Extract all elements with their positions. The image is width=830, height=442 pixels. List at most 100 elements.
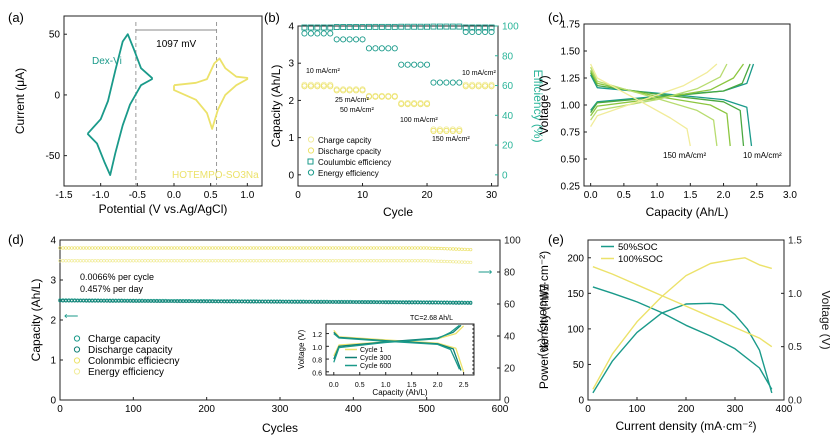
data-point	[360, 259, 364, 263]
y-tick-label: 0.6	[312, 370, 322, 377]
data-point	[64, 259, 68, 263]
x-tick-label: 10	[357, 190, 369, 201]
data-point	[205, 246, 209, 250]
data-point	[243, 246, 247, 250]
data-point	[290, 259, 294, 263]
panel-label-c: (c)	[548, 10, 563, 25]
x-tick-label: 0.5	[355, 382, 365, 389]
data-point	[337, 259, 341, 263]
data-point	[410, 259, 414, 263]
data-point	[320, 24, 327, 31]
data-point	[111, 246, 115, 250]
data-point	[449, 127, 456, 134]
charge-curve	[590, 63, 728, 121]
data-point	[216, 259, 221, 263]
data-point	[462, 24, 469, 31]
data-point	[190, 246, 194, 250]
data-point	[345, 246, 350, 250]
data-point	[172, 246, 177, 250]
data-point	[87, 246, 91, 250]
fade-rate-day: 0.457% per day	[80, 284, 144, 294]
data-point	[404, 23, 411, 30]
data-point	[140, 246, 144, 250]
data-point	[383, 246, 388, 250]
y-tick-label: 1.75	[561, 20, 581, 31]
data-point	[163, 246, 168, 250]
data-point	[122, 246, 127, 250]
data-point	[301, 246, 306, 250]
data-point	[81, 259, 86, 263]
data-point	[353, 87, 360, 94]
data-point	[410, 246, 414, 250]
data-point	[320, 83, 327, 90]
data-point	[375, 246, 379, 250]
y2-tick-label: 1.0	[788, 289, 802, 300]
y-tick-label: 0	[54, 90, 60, 101]
data-point	[413, 259, 417, 263]
data-point	[328, 246, 332, 250]
data-point	[407, 246, 411, 250]
x-tick-label: 1.5	[683, 190, 697, 201]
data-point	[70, 259, 74, 263]
data-point	[266, 259, 270, 263]
y-tick-label: 2	[288, 96, 294, 107]
legend-label: Charge capacity	[88, 334, 160, 345]
data-point	[322, 246, 326, 250]
data-point	[275, 259, 279, 263]
data-point	[117, 259, 121, 263]
data-point	[401, 259, 405, 263]
data-point	[301, 83, 308, 90]
inset-discharge-curve	[333, 333, 461, 370]
data-point	[75, 259, 80, 263]
data-point	[398, 101, 405, 108]
data-point	[462, 83, 469, 90]
data-point	[178, 246, 182, 250]
data-point	[404, 61, 411, 68]
data-point	[281, 259, 285, 263]
data-point	[385, 45, 392, 52]
data-point	[333, 36, 340, 43]
data-point	[353, 24, 360, 30]
x-tick-label: 400	[776, 404, 793, 415]
data-point	[445, 247, 449, 251]
x-tick-label: 2.0	[433, 382, 443, 389]
data-point	[269, 259, 273, 263]
data-point	[108, 259, 112, 263]
data-point	[301, 24, 308, 31]
rate-label: 100 mA/cm²	[400, 117, 438, 124]
data-point	[482, 28, 489, 36]
data-point	[78, 246, 83, 250]
data-point	[307, 83, 314, 90]
data-point	[234, 246, 238, 250]
data-point	[169, 246, 174, 250]
data-point	[117, 246, 121, 250]
data-point	[488, 28, 495, 36]
data-point	[181, 246, 185, 250]
data-point	[102, 259, 106, 263]
x-tick-label: 3.0	[783, 190, 797, 201]
data-point	[413, 246, 417, 250]
data-point	[137, 246, 141, 250]
charge-curve	[590, 63, 751, 113]
y-tick-label: -50	[46, 151, 61, 162]
data-point	[287, 246, 291, 250]
x-tick-label: 400	[345, 404, 362, 415]
data-point	[351, 246, 355, 250]
x-tick-label: 500	[418, 404, 435, 415]
data-point	[210, 246, 215, 250]
data-point	[310, 259, 314, 263]
rate-label: 25 mA/cm²	[335, 97, 370, 104]
legend-marker	[307, 136, 315, 143]
inset-legend-label: Cycle 1	[360, 347, 383, 354]
data-point	[278, 259, 282, 263]
legend-label: 50%SOC	[618, 242, 658, 253]
data-point	[442, 259, 446, 264]
data-point	[99, 259, 103, 263]
data-point	[128, 246, 133, 250]
data-point	[281, 246, 285, 250]
data-point	[143, 246, 147, 250]
voltage-curve	[592, 266, 773, 348]
data-point	[161, 246, 165, 250]
